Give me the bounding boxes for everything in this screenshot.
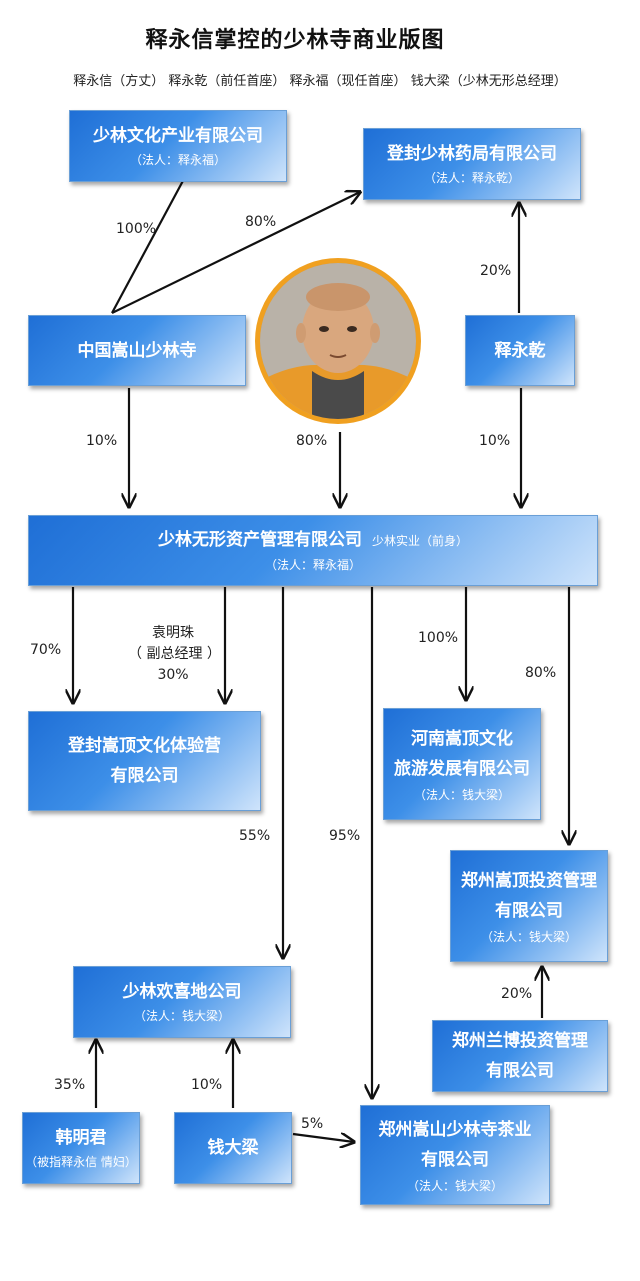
arrow-qian-tea <box>292 1134 354 1142</box>
node-name-line1: 郑州兰博投资管理 <box>452 1031 588 1051</box>
pct-camp-30: 30% <box>157 667 189 683</box>
node-name: 少林无形资产管理有限公司 <box>157 530 362 550</box>
pct-han: 35% <box>54 1077 86 1093</box>
node-shaolin-culture: 少林文化产业有限公司 （法人：释永福） <box>69 110 287 182</box>
arrow-temple-pharmacy <box>111 192 360 314</box>
node-zhengzhou-songding: 郑州嵩顶投资管理 有限公司 （法人：钱大梁） <box>450 850 608 962</box>
node-name-line1: 登封嵩顶文化体验营 <box>68 736 221 756</box>
node-former-name: 少林实业（前身） <box>371 534 468 548</box>
node-name: 钱大梁 <box>207 1138 259 1158</box>
node-name-line2: 有限公司 <box>421 1150 489 1170</box>
node-shi-yongqian: 释永乾 <box>465 315 575 386</box>
node-note: （被指释永信 情妇） <box>25 1155 137 1169</box>
pct-huanxidi: 55% <box>239 828 271 844</box>
node-name-line2: 旅游发展有限公司 <box>394 759 530 779</box>
node-legal-rep: （法人：释永福） <box>264 558 361 572</box>
node-legal-rep: （法人：释永乾） <box>423 171 520 185</box>
node-name: 韩明君 <box>55 1128 107 1148</box>
node-name-line1: 河南嵩顶文化 <box>411 729 513 749</box>
node-zhengzhou-lanbo: 郑州兰博投资管理 有限公司 <box>432 1020 608 1092</box>
node-legal-rep: （法人：钱大梁） <box>133 1009 230 1023</box>
node-henan-songding: 河南嵩顶文化 旅游发展有限公司 （法人：钱大梁） <box>383 708 541 820</box>
node-name-line1: 郑州嵩顶投资管理 <box>461 871 597 891</box>
pct-zhengzhou-songding: 80% <box>525 665 557 681</box>
arrow-temple-culture <box>111 164 192 314</box>
node-name-line1: 郑州嵩山少林寺茶业 <box>378 1120 532 1140</box>
node-name-line2: 有限公司 <box>110 766 179 786</box>
pct-qian-huanxidi: 10% <box>191 1077 223 1093</box>
node-qian-daliang: 钱大梁 <box>174 1112 292 1184</box>
node-dengfeng-camp: 登封嵩顶文化体验营 有限公司 <box>28 711 261 811</box>
node-legal-rep: （法人：释永福） <box>129 153 226 167</box>
node-name-line2: 有限公司 <box>486 1061 554 1081</box>
node-name-row: 少林无形资产管理有限公司少林实业（前身） <box>158 527 468 554</box>
node-name: 登封少林药局有限公司 <box>387 144 557 164</box>
node-name: 中国嵩山少林寺 <box>77 340 197 361</box>
node-legal-rep: （法人：钱大梁） <box>413 788 510 802</box>
page-title: 释永信掌控的少林寺商业版图 <box>145 28 445 53</box>
node-name-line2: 有限公司 <box>495 901 563 921</box>
note-role: （ 副总经理 ） <box>128 646 221 662</box>
node-legal-rep: （法人：钱大梁） <box>480 930 577 944</box>
node-name: 少林欢喜地公司 <box>122 982 242 1002</box>
node-name: 释永乾 <box>494 340 546 361</box>
pct-wuxing-temple: 10% <box>86 433 118 449</box>
pct-lanbo: 20% <box>501 986 533 1002</box>
node-dengfeng-pharmacy: 登封少林药局有限公司 （法人：释永乾） <box>363 128 581 200</box>
node-name: 少林文化产业有限公司 <box>93 126 263 146</box>
pct-pharmacy-qian: 20% <box>480 263 512 279</box>
pct-culture: 100% <box>116 221 157 237</box>
node-songshan-temple: 中国嵩山少林寺 <box>28 315 246 386</box>
shareholder-note-yuan: 袁明珠 （ 副总经理 ） 30% <box>128 623 221 686</box>
pct-tea: 95% <box>329 828 361 844</box>
node-legal-rep: （法人：钱大梁） <box>406 1179 503 1193</box>
pct-qian-tea: 5% <box>301 1116 324 1132</box>
page-subtitle: 释永信（方丈） 释永乾（前任首座） 释永福（现任首座） 钱大梁（少林无形总经理） <box>73 74 567 89</box>
pct-camp-70: 70% <box>30 642 62 658</box>
note-name: 袁明珠 <box>152 625 194 641</box>
pct-pharmacy-temple: 80% <box>245 214 277 230</box>
pct-wuxing-qian: 10% <box>479 433 511 449</box>
node-huanxidi: 少林欢喜地公司 （法人：钱大梁） <box>73 966 291 1038</box>
portrait-icon <box>260 263 416 419</box>
pct-henan: 100% <box>418 630 459 646</box>
portrait-photo <box>255 258 421 424</box>
pct-wuxing-center: 80% <box>296 433 328 449</box>
node-han-mingjun: 韩明君 （被指释永信 情妇） <box>22 1112 140 1184</box>
node-wuxing-asset: 少林无形资产管理有限公司少林实业（前身） （法人：释永福） <box>28 515 598 586</box>
node-tea: 郑州嵩山少林寺茶业 有限公司 （法人：钱大梁） <box>360 1105 550 1205</box>
